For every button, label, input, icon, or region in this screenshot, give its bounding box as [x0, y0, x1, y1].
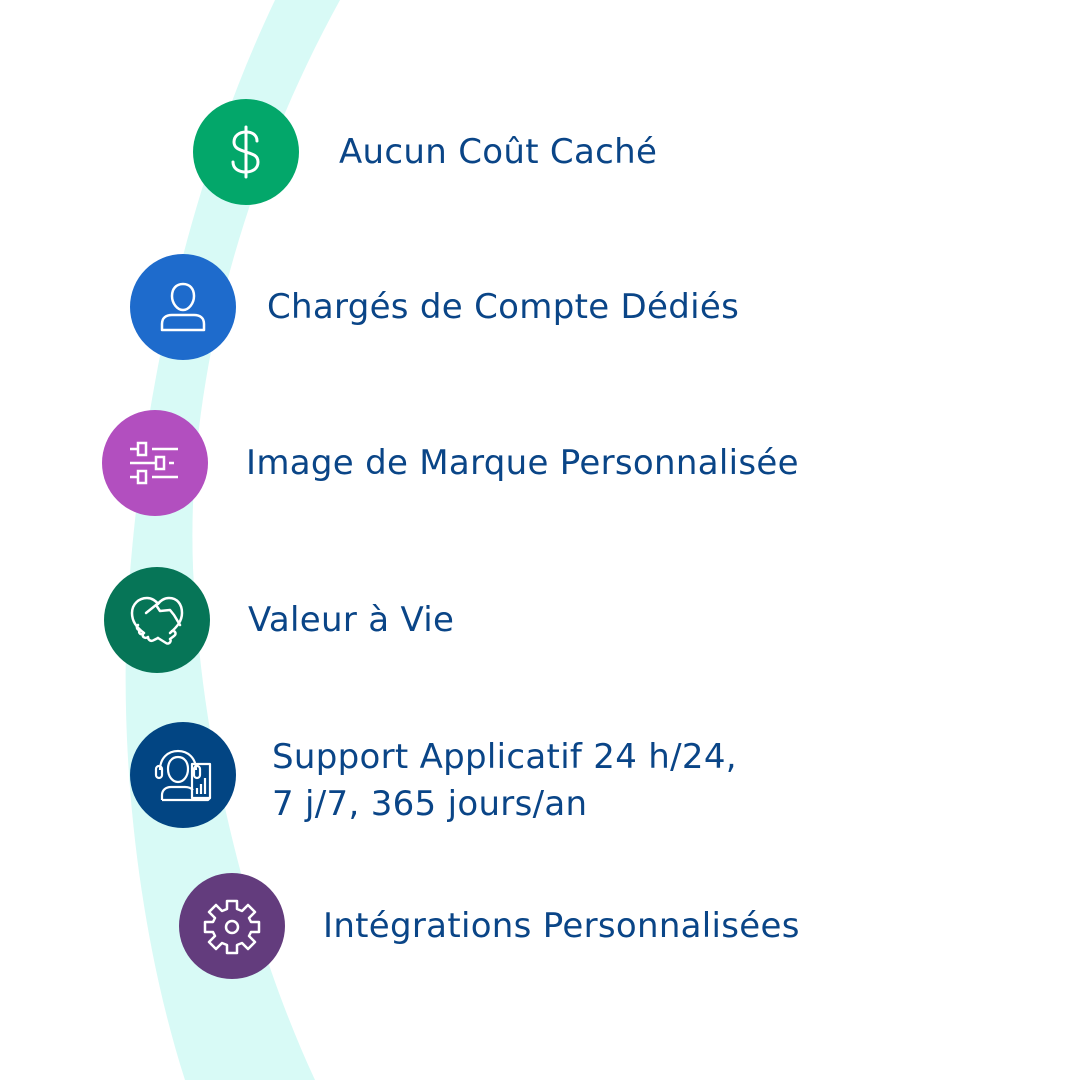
feature-badge — [130, 722, 236, 828]
handshake-heart-icon — [130, 596, 184, 645]
sliders-icon — [130, 441, 178, 485]
feature-badge — [102, 410, 208, 516]
feature-badge — [104, 567, 210, 673]
feature-app-support: Support Applicatif 24 h/24, 7 j/7, 365 j… — [130, 722, 737, 828]
feature-lifetime-value: Valeur à Vie — [104, 567, 454, 673]
feature-badge — [130, 254, 236, 360]
feature-label: Aucun Coût Caché — [339, 131, 658, 172]
gear-icon — [203, 899, 261, 955]
feature-badge — [193, 99, 299, 205]
dollar-icon — [231, 125, 260, 179]
feature-label: Chargés de Compte Dédiés — [267, 286, 740, 327]
feature-badge — [179, 873, 285, 979]
feature-label: Image de Marque Personnalisée — [246, 442, 799, 483]
feature-label: Intégrations Personnalisées — [323, 905, 800, 946]
feature-dedicated-account-managers: Chargés de Compte Dédiés — [130, 254, 739, 360]
feature-label: Valeur à Vie — [248, 599, 455, 640]
feature-custom-branding: Image de Marque Personnalisée — [102, 410, 799, 516]
feature-custom-integrations: Intégrations Personnalisées — [179, 873, 800, 979]
feature-no-hidden-cost: Aucun Coût Caché — [193, 99, 657, 205]
feature-label: Support Applicatif 24 h/24, 7 j/7, 365 j… — [272, 737, 737, 824]
user-icon — [160, 282, 206, 332]
headset-support-icon — [154, 749, 212, 802]
